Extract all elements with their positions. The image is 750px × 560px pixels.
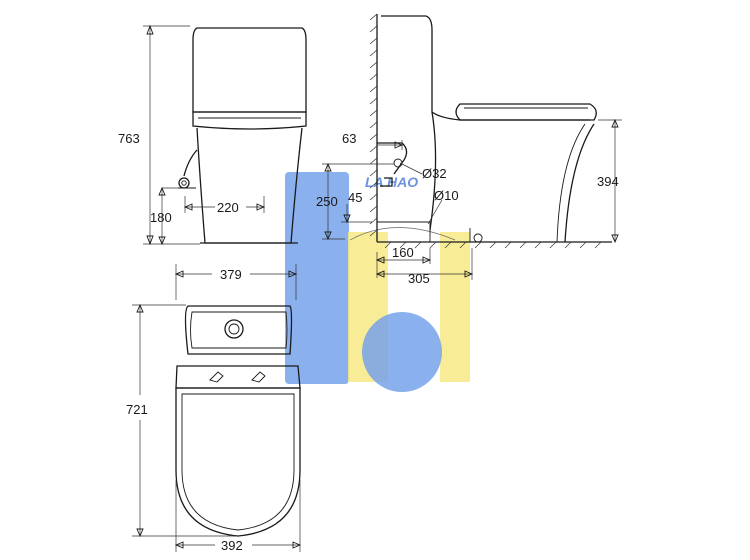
dim-pipe-diameter: Ø32 [422,166,447,181]
top-dimensions: 379 721 392 [126,264,302,553]
dim-total-depth: 721 [126,402,148,417]
dim-total-height: 763 [118,131,140,146]
dim-inlet-height: 180 [150,210,172,225]
watermark-yellow-bar-2 [440,232,470,382]
dim-inlet-offset: 220 [217,200,239,215]
watermark-blue-circle [362,312,442,392]
front-dimensions: 763 180 220 [118,24,266,246]
dim-rim-height: 394 [597,174,619,189]
dim-height-45: 45 [348,190,362,205]
top-view [175,305,301,537]
dim-offset-63: 63 [342,131,356,146]
dim-tank-width: 379 [220,267,242,282]
dim-distance-160: 160 [392,245,414,260]
watermark-blue-bar [285,172,349,384]
dim-total-width: 392 [221,538,243,553]
flush-button [224,319,244,339]
watermark-logo: LA HAO [285,172,470,392]
dim-height-250: 250 [316,194,338,209]
dim-hole-diameter: Ø10 [434,188,459,203]
side-view [369,13,612,249]
front-view [178,27,307,244]
dim-rough-in: 305 [408,271,430,286]
wall-hatching [369,13,378,237]
side-dimensions: 63 Ø32 250 45 Ø10 394 160 305 [316,118,622,286]
